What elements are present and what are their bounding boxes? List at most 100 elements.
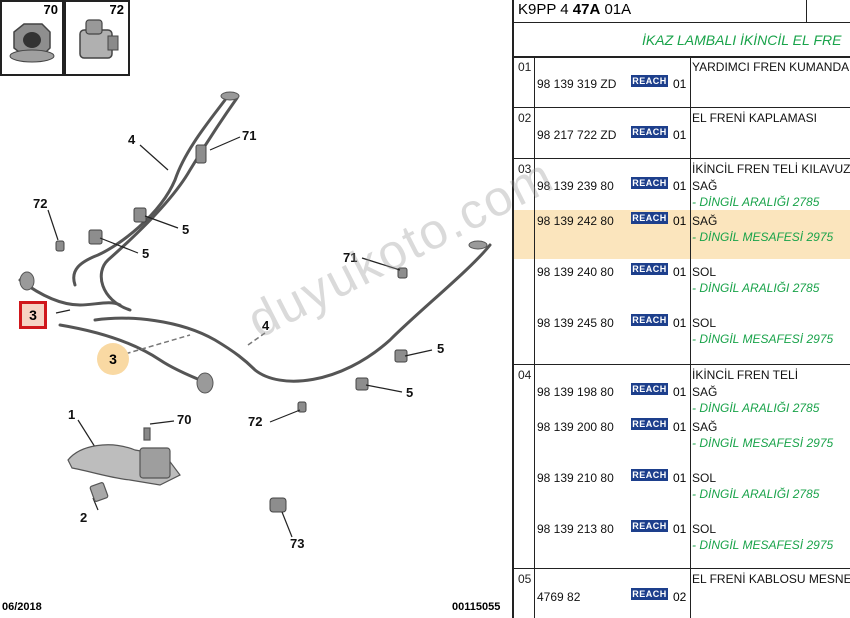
- reach-badge: REACH: [631, 469, 668, 481]
- header-code: K9PP 4 47A 01A: [518, 1, 631, 18]
- quantity: 01: [673, 265, 687, 279]
- diagram-label: 2: [80, 510, 88, 525]
- diagram-label: 4: [128, 132, 136, 147]
- part-number[interactable]: 98 139 240 80: [537, 265, 614, 279]
- cable-end-d: [468, 240, 488, 250]
- leader-72-a: [47, 209, 59, 241]
- clip-5-a: [133, 207, 147, 223]
- row-divider: [514, 568, 850, 569]
- leader-73: [281, 511, 293, 538]
- part-number[interactable]: 98 139 242 80: [537, 214, 614, 228]
- reach-badge: REACH: [631, 212, 668, 224]
- reach-badge: REACH: [631, 383, 668, 395]
- group-number: 03: [518, 162, 532, 176]
- part-number[interactable]: 4769 82: [537, 590, 581, 604]
- part-number[interactable]: 98 139 198 80: [537, 385, 614, 399]
- clip-5-d: [355, 377, 369, 391]
- diagram-label: 5: [182, 222, 190, 237]
- leader-71-b: [361, 257, 401, 271]
- part-number[interactable]: 98 139 200 80: [537, 420, 614, 434]
- cable-4-upper: [72, 98, 227, 287]
- diagram-label: 71: [343, 250, 358, 265]
- diagram-label: 72: [33, 196, 48, 211]
- part-number[interactable]: 98 139 239 80: [537, 179, 614, 193]
- column-divider: [534, 56, 535, 618]
- row-divider: [514, 364, 850, 365]
- diagram-label: 73: [290, 536, 305, 551]
- diagram-label: 1: [68, 407, 76, 422]
- quantity: 01: [673, 316, 687, 330]
- side-label: SAĞ: [692, 420, 718, 434]
- side-label: SOL: [692, 265, 717, 279]
- group-description: İKİNCİL FREN TELİ KILAVUZ: [692, 162, 850, 176]
- part-number[interactable]: 98 139 245 80: [537, 316, 614, 330]
- group-description: İKİNCİL FREN TELİ: [692, 368, 799, 382]
- variant-note: - DİNGİL ARALIĞI 2785: [692, 401, 820, 415]
- footer-date: 06/2018: [2, 601, 42, 613]
- cable-3-left: [18, 278, 122, 307]
- variant-note: - DİNGİL ARALIĞI 2785: [692, 281, 820, 295]
- side-label: SOL: [692, 316, 717, 330]
- reach-badge: REACH: [631, 263, 668, 275]
- variant-note: - DİNGİL MESAFESİ 2975: [692, 538, 834, 552]
- group-description: YARDIMCI FREN KUMANDA: [692, 60, 850, 74]
- thumbnail-num: 70: [43, 2, 58, 17]
- bracket-73: [269, 497, 287, 513]
- highlighted-row: [514, 210, 850, 259]
- leader-1: [77, 419, 96, 448]
- quantity: 01: [673, 179, 687, 193]
- lever-nut-70: [143, 427, 151, 441]
- leader-71-top: [209, 136, 241, 151]
- quantity: 01: [673, 77, 687, 91]
- leader-4: [247, 332, 266, 346]
- side-label: SAĞ: [692, 214, 718, 228]
- exploded-parts-diagram: 70 72 4 71 72 5 5 71 4 5 5 72 1 70 2 73 …: [0, 0, 501, 613]
- side-label: SOL: [692, 471, 717, 485]
- reach-badge: REACH: [631, 520, 668, 532]
- side-label: SAĞ: [692, 179, 718, 193]
- leader-5-c: [404, 349, 433, 357]
- variant-note: - DİNGİL MESAFESİ 2975: [692, 332, 834, 346]
- reach-badge: REACH: [631, 314, 668, 326]
- header-code-c: 01A: [600, 1, 632, 18]
- table-title: İKAZ LAMBALI İKİNCİL EL FRE: [514, 22, 850, 58]
- footer-code: 00115055: [452, 601, 501, 613]
- part-number[interactable]: 98 139 210 80: [537, 471, 614, 485]
- cable-end-a: [220, 91, 240, 101]
- quantity: 01: [673, 214, 687, 228]
- quantity: 01: [673, 471, 687, 485]
- lever-bracket: [139, 447, 171, 479]
- group-description: EL FRENİ KAPLAMASI: [692, 111, 817, 125]
- side-label: SAĞ: [692, 385, 718, 399]
- thumbnail-72: 72: [64, 0, 130, 76]
- part-number[interactable]: 98 139 213 80: [537, 522, 614, 536]
- reach-badge: REACH: [631, 418, 668, 430]
- callout-box-3[interactable]: 3: [19, 301, 47, 329]
- part-number[interactable]: 98 139 319 ZD: [537, 77, 617, 91]
- variant-note: - DİNGİL ARALIĞI 2785: [692, 487, 820, 501]
- clip-72-b: [297, 401, 307, 413]
- leader-70: [149, 420, 175, 425]
- diagram-label: 5: [406, 385, 414, 400]
- quantity: 01: [673, 420, 687, 434]
- quantity: 01: [673, 522, 687, 536]
- diagram-label: 5: [142, 246, 150, 261]
- thumbnail-70: 70: [0, 0, 64, 76]
- row-divider: [514, 107, 850, 108]
- header-divider: [806, 0, 807, 22]
- table-header: K9PP 4 47A 01A: [514, 0, 850, 23]
- diagram-label: 4: [262, 318, 270, 333]
- clip-72-a: [55, 240, 65, 252]
- nut-71-b: [397, 267, 408, 279]
- reach-badge: REACH: [631, 177, 668, 189]
- part-number[interactable]: 98 217 722 ZD: [537, 128, 617, 142]
- cable-clip-icon: [79, 19, 119, 59]
- callout-circle-3[interactable]: 3: [97, 343, 129, 375]
- side-label: SOL: [692, 522, 717, 536]
- leader-4-top: [139, 144, 169, 171]
- group-number: 04: [518, 368, 532, 382]
- leader-3-box: [55, 309, 71, 314]
- group-description: EL FRENİ KABLOSU MESNE: [692, 572, 850, 586]
- reach-badge: REACH: [631, 126, 668, 138]
- column-divider: [690, 56, 691, 618]
